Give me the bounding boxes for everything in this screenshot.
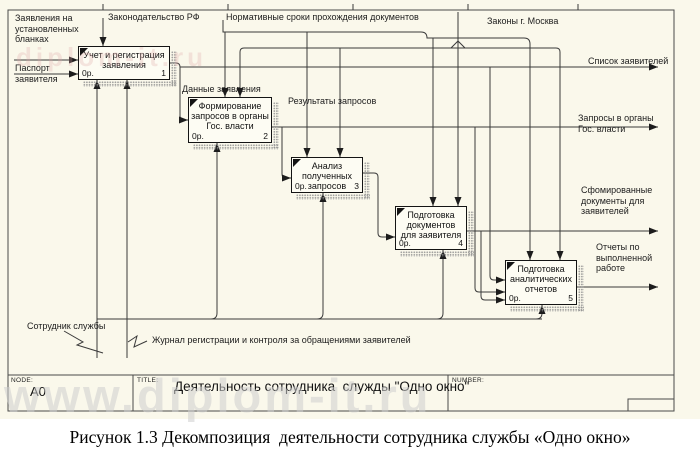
title-label: TITLE:	[137, 377, 159, 384]
box5-shadow	[510, 306, 584, 312]
activity-box-3-number: 3	[354, 181, 359, 192]
activity-box-1-cost: 0р.	[82, 68, 94, 79]
activity-box-3-cost: 0р.	[295, 181, 307, 192]
activity-box-5-label: Подготовка аналитических отчетов	[509, 264, 573, 295]
label-output-reports: Отчеты по выполненной работе	[596, 242, 653, 274]
label-input-passport: Паспорт заявителя	[15, 63, 58, 84]
activity-box-4: Подготовка документов для заявителя 0р. 4	[395, 206, 467, 250]
activity-box-4-number: 4	[458, 238, 463, 249]
label-input-applications: Заявления на установленных бланках	[15, 13, 79, 45]
fold-corner-icon	[397, 208, 405, 216]
node-value: A0	[30, 384, 46, 399]
activity-box-1-label: Учет и регистрация заявления	[83, 50, 165, 71]
activity-box-2-number: 2	[263, 131, 268, 142]
fold-corner-icon	[190, 99, 198, 107]
label-control-legislation: Законодательство РФ	[108, 12, 200, 22]
box2-shadow	[193, 144, 279, 150]
activity-box-1-number: 1	[161, 68, 166, 79]
box3-shadow	[364, 162, 370, 199]
activity-box-5-cost: 0р.	[509, 293, 521, 304]
activity-box-2: Формирование запросов в органы Гос. влас…	[188, 97, 272, 143]
activity-box-4-label: Подготовка документов для заявителя	[400, 210, 462, 241]
figure-caption: Рисунок 1.3 Декомпозиция деятельности со…	[69, 427, 631, 447]
label-flow-request-results: Результаты запросов	[288, 96, 377, 106]
activity-box-5-number: 5	[568, 293, 573, 304]
title-value: Деятельность сотрудника служды "Одно окн…	[174, 379, 470, 394]
label-control-terms: Нормативные сроки прохождения документов	[226, 12, 419, 22]
activity-box-1: Учет и регистрация заявления 0р. 1	[78, 46, 170, 80]
box4-shadow	[400, 251, 474, 257]
box1-shadow	[83, 81, 177, 87]
fold-corner-icon	[293, 159, 301, 167]
node-label: NODE:	[11, 377, 34, 384]
activity-box-2-label: Формирование запросов в органы Гос. влас…	[191, 101, 269, 132]
label-output-applicant-list: Список заявителей	[588, 56, 669, 66]
activity-box-3: Анализ полученных запросов 0р. 3	[291, 157, 363, 193]
activity-box-3-label: Анализ полученных запросов	[301, 161, 353, 192]
box2-shadow	[273, 102, 279, 149]
label-output-requests: Запросы в органы Гос. власти	[578, 113, 654, 134]
box5-shadow	[578, 265, 584, 311]
number-label: NUMBER:	[452, 377, 485, 384]
activity-box-4-cost: 0р.	[399, 238, 411, 249]
label-mechanism-journal: Журнал регистрации и контроля за обращен…	[152, 335, 411, 345]
activity-box-5: Подготовка аналитических отчетов 0р. 5	[505, 260, 577, 305]
fold-corner-icon	[507, 262, 515, 270]
label-control-moscow-laws: Законы г. Москва	[487, 16, 559, 26]
label-output-documents: Сфомированные документы для заявителей	[581, 185, 653, 217]
box3-shadow	[296, 194, 370, 200]
activity-box-2-cost: 0р.	[192, 131, 204, 142]
label-mechanism-employee: Сотрудник службы	[27, 321, 106, 331]
fold-corner-icon	[80, 48, 88, 56]
box4-shadow	[468, 211, 474, 256]
box1-shadow	[171, 51, 177, 86]
label-flow-application-data: Данные заявления	[182, 84, 261, 94]
